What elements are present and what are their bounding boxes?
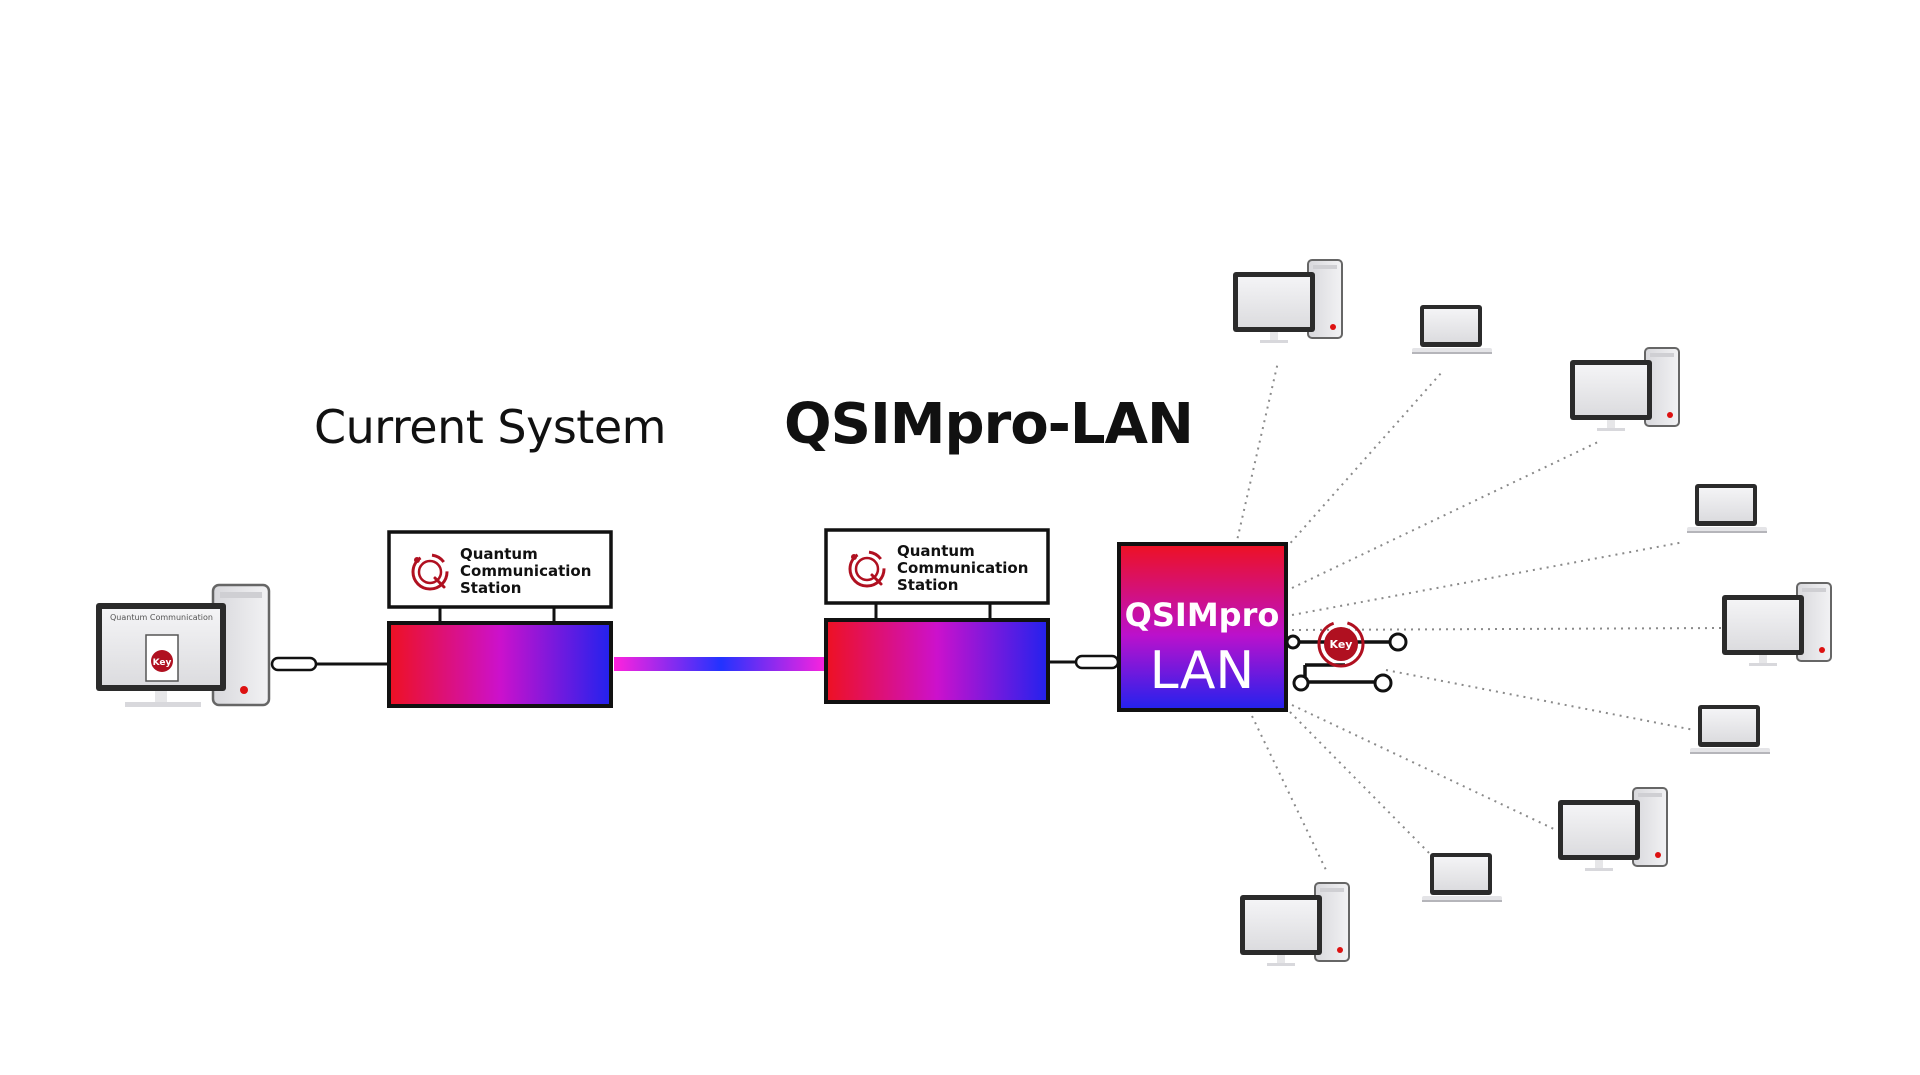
desktop-computer-icon [1232,259,1343,344]
station-device [387,621,613,708]
laptop-icon [1690,705,1770,754]
station-line1: Quantum [897,542,975,560]
current-system-title: Current System [314,400,666,454]
dotted-line [1291,704,1557,831]
desktop-computer-icon [1557,787,1668,872]
workstation-screen-caption: Quantum Communication [110,613,213,622]
key-badge-label: Key [1330,638,1353,651]
station-device [824,618,1050,704]
station-line3: Station [897,576,958,594]
dotted-line [1235,361,1279,546]
dotted-line [1291,441,1599,589]
quantum-q-logo-icon [411,553,449,591]
lan-box-line2: LAN [1150,641,1255,701]
laptop-icon [1687,484,1767,533]
dotted-line [1291,627,1723,631]
station-line2: Communication [460,562,591,580]
dotted-line [1385,669,1695,731]
quantum-link [614,657,828,671]
station-line1: Quantum [460,545,538,563]
dotted-line [1291,541,1685,616]
workstation-computer: Quantum Communication Key [96,583,271,707]
qsimpro-lan-title: QSIMpro-LAN [784,392,1194,457]
key-badge-icon [1317,620,1365,668]
laptop-icon [1422,853,1502,902]
quantum-q-logo-icon [848,550,886,588]
station-line3: Station [460,579,521,597]
quantum-station-current: Quantum Communication Station [387,530,613,708]
desktop-computer-icon [1239,882,1350,967]
lan-box-line1: QSIMpro [1125,596,1280,634]
dotted-line [1251,715,1327,871]
dotted-line [1285,371,1443,549]
dotted-line [1289,711,1433,857]
qsimpro-lan-box: QSIMpro LAN [1117,542,1288,712]
cables [270,654,1122,672]
lan-endpoints [1232,259,1832,967]
key-icon [151,650,173,672]
workstation-key-label: Key [153,658,172,668]
desktop-computer-icon [1569,347,1680,432]
dotted-connections [1235,361,1723,871]
quantum-station-qsimpro: Quantum Communication Station [824,528,1050,704]
desktop-computer-icon [1721,582,1832,667]
key-badge: Key [1285,620,1408,693]
station-line2: Communication [897,559,1028,577]
laptop-icon [1412,305,1492,354]
